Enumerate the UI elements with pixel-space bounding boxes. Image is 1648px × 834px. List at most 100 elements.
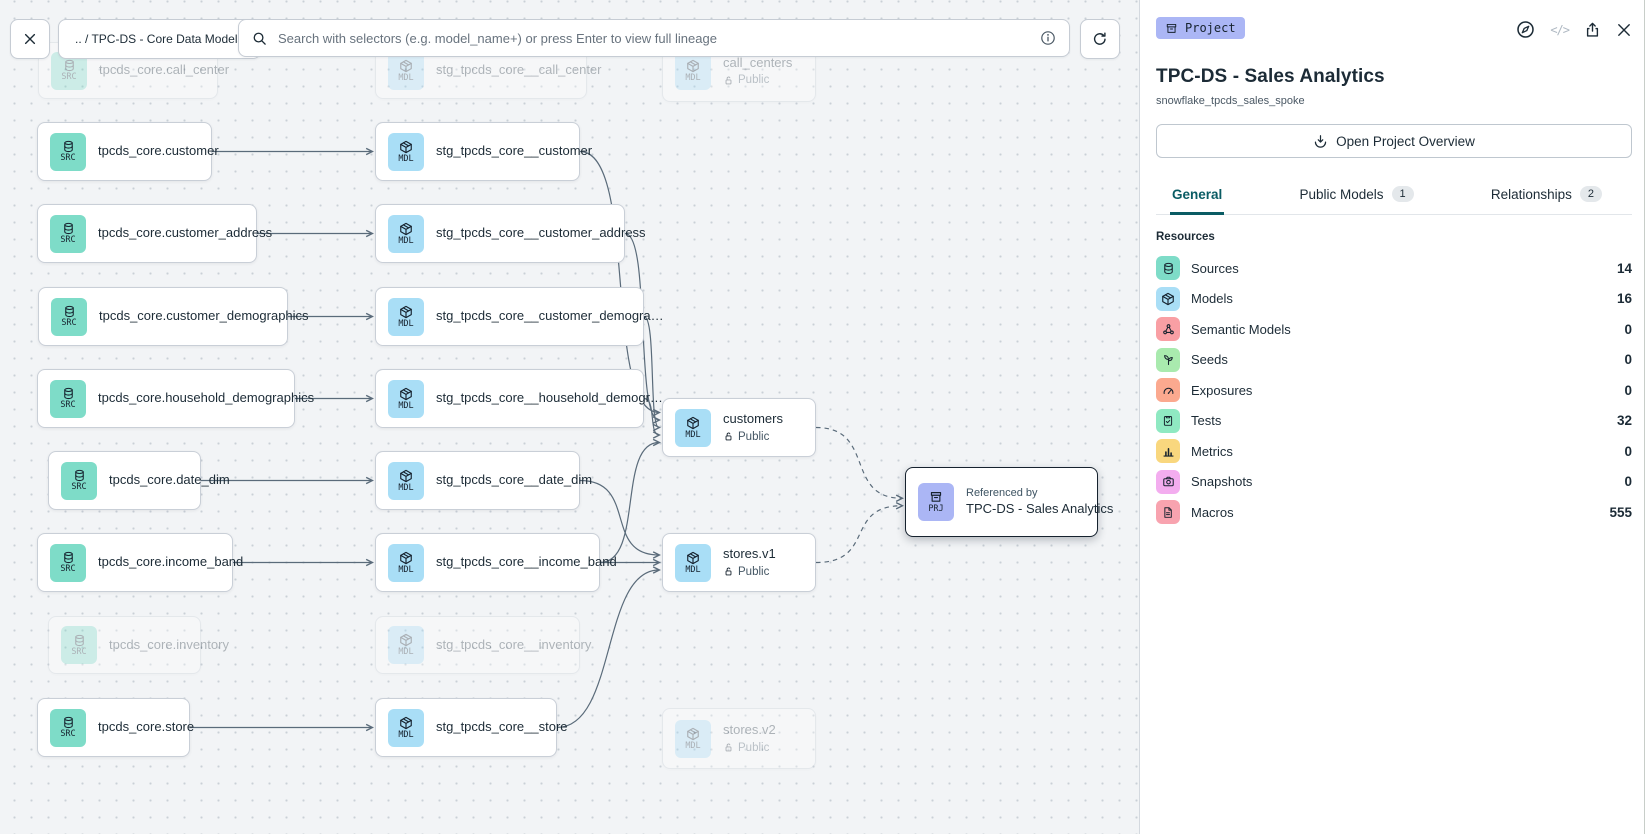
model-badge-icon: MDL [388, 708, 424, 747]
model-badge-icon: MDL [675, 543, 711, 582]
source-badge-icon: SRC [50, 379, 86, 418]
share-icon[interactable] [1584, 21, 1601, 39]
resource-count: 555 [1609, 504, 1632, 520]
node-text: tpcds_core.date_dim [109, 472, 230, 488]
node-label: stg_tpcds_core__customer_address [436, 225, 646, 241]
open-project-overview-button[interactable]: Open Project Overview [1156, 124, 1632, 158]
tab-public-models[interactable]: Public Models 1 [1297, 177, 1415, 215]
resource-label: Semantic Models [1191, 321, 1291, 337]
graph-node-src_store[interactable]: SRC tpcds_core.store [37, 698, 194, 757]
resource-label: Tests [1191, 413, 1222, 429]
project-schema-subtitle: snowflake_tpcds_sales_spoke [1156, 95, 1305, 107]
source-badge-icon: SRC [51, 297, 87, 336]
resource-type-label: Project [1185, 21, 1236, 35]
breadcrumb[interactable]: .. / TPC-DS - Core Data Models [58, 19, 261, 59]
file-icon [1156, 500, 1180, 525]
tab-relationships-count: 2 [1579, 186, 1602, 202]
resource-label: Exposures [1191, 382, 1253, 398]
resource-count: 0 [1624, 321, 1632, 337]
node-text: tpcds_core.store [98, 719, 195, 735]
resource-label: Seeds [1191, 352, 1228, 368]
code-icon[interactable]: </> [1550, 22, 1570, 37]
project-icon [1166, 23, 1177, 33]
close-panel-icon[interactable] [1616, 22, 1632, 38]
graph-node-stg_inventory[interactable]: MDL stg_tpcds_core__inventory [375, 616, 591, 674]
node-access-label: Public [723, 566, 776, 578]
node-label: tpcds_core.household_demographics [98, 390, 315, 406]
seed-icon [1156, 347, 1180, 372]
node-label: stg_tpcds_core__date_dim [436, 472, 593, 488]
close-icon [24, 33, 36, 45]
edge-stg_customer_demographics-to-customers [643, 315, 659, 428]
clipboard-icon [1156, 408, 1180, 433]
node-label: tpcds_core.store [98, 719, 195, 735]
tab-public-models-count: 1 [1391, 186, 1414, 202]
resource-row-exposures[interactable]: Exposures 0 [1156, 375, 1632, 406]
node-label: stg_tpcds_core__customer [436, 143, 593, 159]
info-icon[interactable] [1040, 30, 1056, 46]
model-badge-icon: MDL [388, 626, 424, 664]
node-access-label: Public [723, 74, 792, 86]
node-label: tpcds_core.date_dim [109, 472, 230, 488]
node-label: stg_tpcds_core__store [436, 719, 568, 735]
resource-count: 0 [1624, 352, 1632, 368]
refresh-button[interactable] [1080, 19, 1120, 59]
resource-label: Snapshots [1191, 474, 1253, 490]
node-text: stg_tpcds_core__customer_demogra… [436, 308, 664, 324]
node-text: stg_tpcds_core__customer_address [436, 225, 646, 241]
tab-relationships[interactable]: Relationships 2 [1489, 177, 1604, 215]
edge-stg_income_band-to-customers [599, 443, 659, 564]
resource-count: 0 [1624, 382, 1632, 398]
project-badge-icon: PRJ [918, 483, 954, 521]
node-label: tpcds_core.inventory [109, 636, 229, 652]
model-badge-icon: MDL [675, 52, 711, 90]
resource-row-seeds[interactable]: Seeds 0 [1156, 345, 1632, 376]
node-label: stg_tpcds_core__income_band [436, 554, 617, 570]
model-badge-icon: MDL [388, 379, 424, 418]
resource-row-semantic-models[interactable]: Semantic Models 0 [1156, 314, 1632, 345]
node-ref-label: Referenced by [966, 486, 1038, 499]
node-label: stores.v1 [723, 546, 776, 562]
tab-general[interactable]: General [1170, 177, 1225, 215]
graph-node-stg_date_dim[interactable]: MDL stg_tpcds_core__date_dim [375, 451, 592, 510]
resources-heading: Resources [1156, 231, 1215, 243]
resource-count: 14 [1616, 260, 1632, 276]
details-panel: Project </> TPC-DS - Sales Analytics sno… [1140, 0, 1648, 834]
node-text: tpcds_core.call_center [99, 62, 229, 78]
graph-node-src_household_demographics[interactable]: SRC tpcds_core.household_demographics [37, 369, 314, 428]
close-lineage-button[interactable] [10, 19, 50, 59]
tab-bar: General Public Models 1 Relationships 2 [1156, 177, 1632, 215]
graph-node-stg_store[interactable]: MDL stg_tpcds_core__store [375, 698, 568, 757]
explore-icon[interactable] [1516, 20, 1535, 39]
node-label: call_centers [723, 54, 793, 70]
source-badge-icon: SRC [50, 708, 86, 747]
search-input[interactable] [276, 29, 1031, 47]
node-text: stg_tpcds_core__inventory [436, 637, 591, 653]
model-badge-icon: MDL [388, 461, 424, 500]
